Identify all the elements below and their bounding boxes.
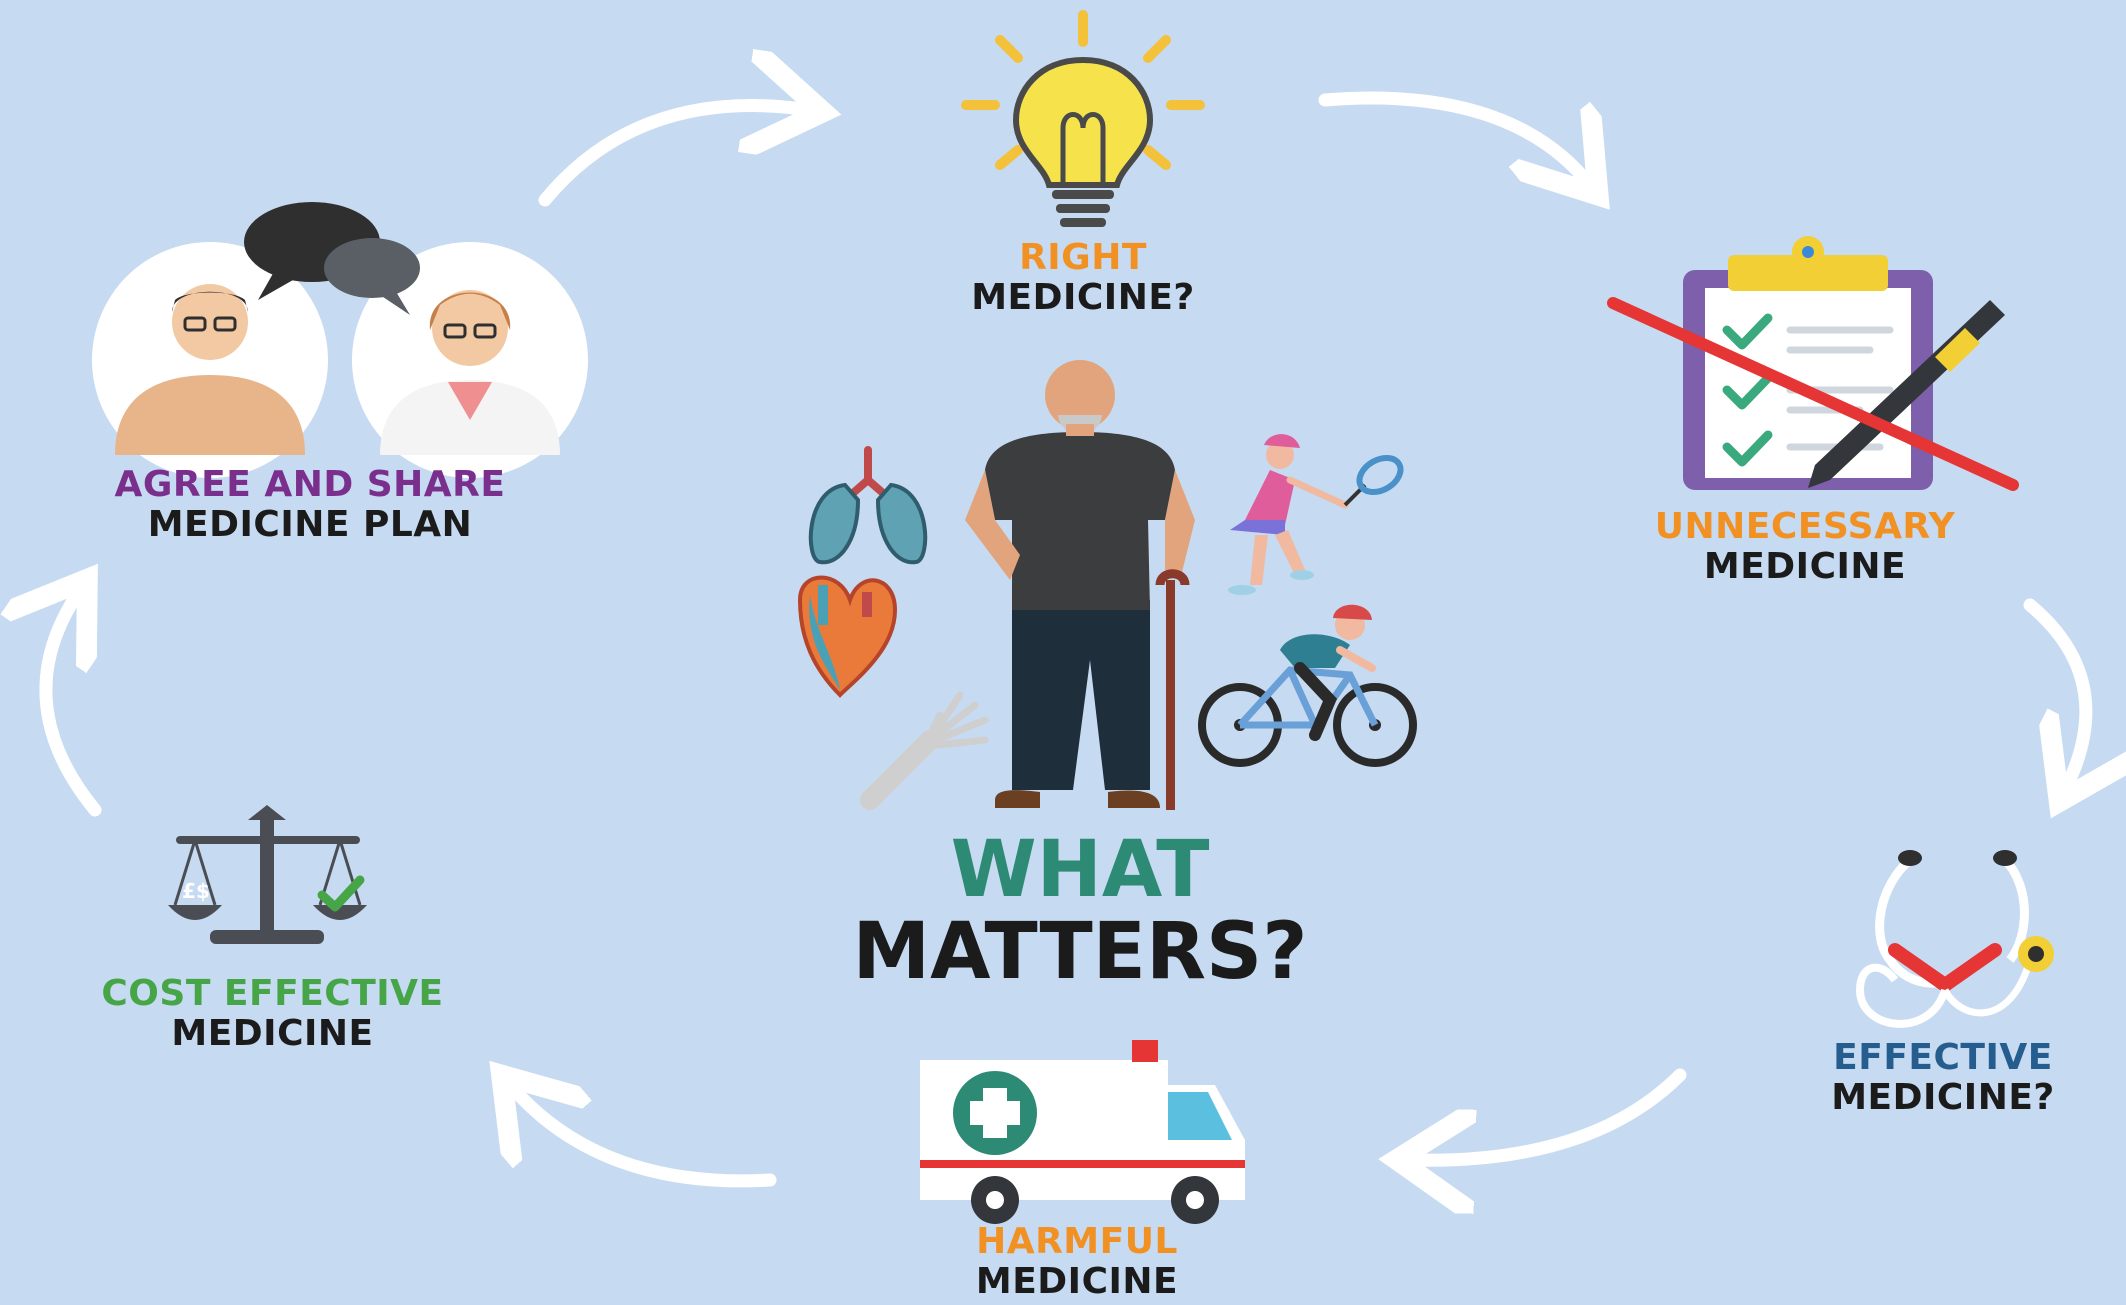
- cycle-arrows: [46, 98, 2086, 1181]
- tennis-player-icon: [1228, 434, 1404, 595]
- node-unnecessary-line2: MEDICINE: [1703, 545, 1907, 587]
- bone-hand-icon: [860, 691, 989, 810]
- arrow-unnecessary-to-effective: [2023, 598, 2086, 790]
- node-agree-share-plan: AGREE AND SHARE MEDICINE PLAN: [90, 465, 530, 544]
- arrow-cost-to-agree: [46, 590, 102, 817]
- scale-currency-label: £$: [182, 879, 210, 903]
- center-line1: WHAT: [950, 825, 1210, 915]
- node-unnecessary-line1: UNNECESSARY: [1654, 506, 1956, 547]
- node-cost-effective-medicine: COST EFFECTIVE MEDICINE: [70, 974, 475, 1053]
- lightbulb-icon: [961, 10, 1205, 227]
- center-what-matters: WHAT MATTERS?: [780, 825, 1380, 997]
- heart-icon: [797, 575, 898, 698]
- node-effective-line1: EFFECTIVE: [1833, 1037, 2053, 1078]
- arrow-effective-to-harmful: [1410, 1068, 1687, 1160]
- node-harmful-medicine: HARMFUL MEDICINE: [877, 1222, 1277, 1301]
- node-harmful-line1: HARMFUL: [976, 1221, 1178, 1262]
- node-agree-share-line2: MEDICINE PLAN: [147, 503, 473, 545]
- node-effective-line2: MEDICINE?: [1831, 1076, 2055, 1118]
- stethoscope-icon: [1855, 850, 2054, 1028]
- node-right-line1: RIGHT: [1019, 237, 1147, 278]
- ambulance-icon: [920, 1040, 1245, 1224]
- cyclist-icon: [1198, 604, 1417, 767]
- node-agree-share-line1: AGREE AND SHARE: [114, 464, 506, 505]
- doctors-icon: [92, 202, 588, 478]
- node-effective-medicine: EFFECTIVE MEDICINE?: [1760, 1038, 2126, 1117]
- node-harmful-line2: MEDICINE: [975, 1260, 1179, 1302]
- node-cost-effective-line2: MEDICINE: [171, 1012, 374, 1054]
- node-unnecessary-medicine: UNNECESSARY MEDICINE: [1560, 507, 2050, 586]
- balance-scale-icon: £$: [168, 805, 367, 944]
- lungs-icon: [808, 446, 928, 565]
- center-line2: MATTERS?: [852, 906, 1308, 997]
- elderly-man-icon: [965, 360, 1195, 810]
- arrow-agree-to-right: [538, 106, 810, 207]
- arrow-harmful-to-cost: [510, 1085, 777, 1188]
- arrow-right-to-unnecessary: [1318, 91, 1590, 185]
- node-cost-effective-line1: COST EFFECTIVE: [101, 973, 444, 1014]
- node-right-medicine: RIGHT MEDICINE?: [883, 238, 1283, 317]
- clipboard-crossed-icon: [1607, 236, 2019, 491]
- node-right-line2: MEDICINE?: [971, 276, 1195, 318]
